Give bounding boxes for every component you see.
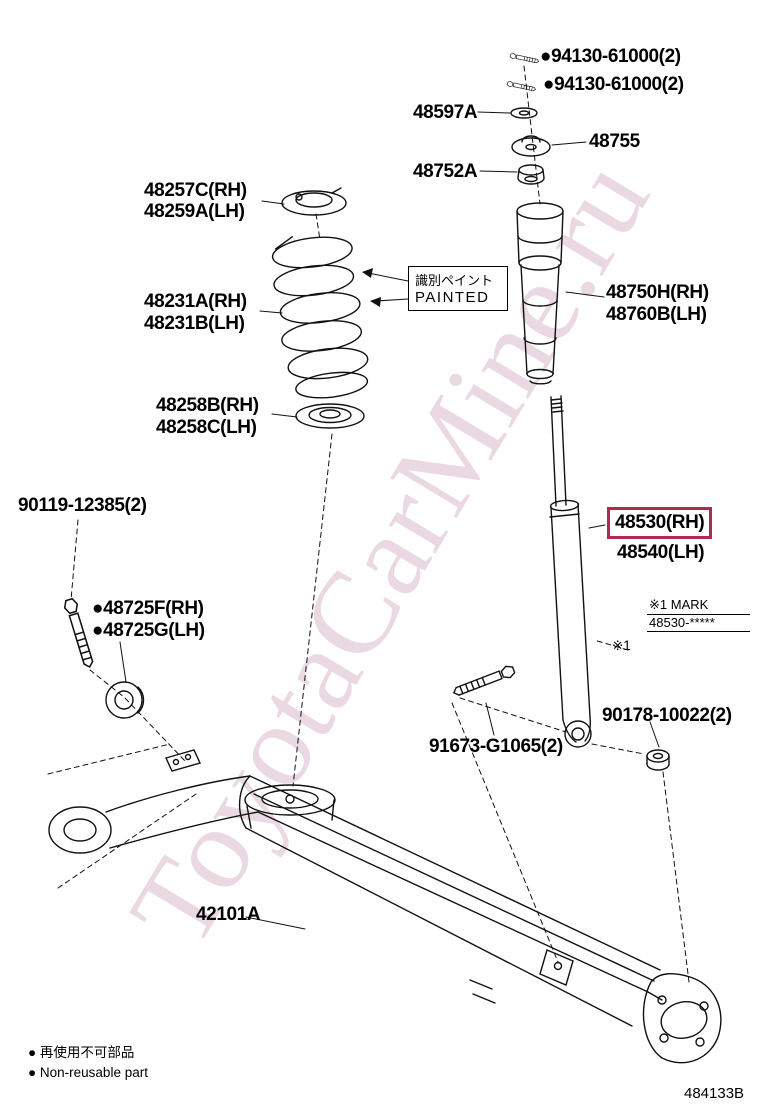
part-label-48755[interactable]: 48755	[589, 131, 640, 152]
part-label-42101a[interactable]: 42101A	[196, 904, 261, 925]
part-label-48257c[interactable]: 48257C(RH)	[144, 180, 247, 201]
part-label-48725g[interactable]: ●48725G(LH)	[92, 620, 205, 641]
part-label-48231a[interactable]: 48231A(RH)	[144, 291, 247, 312]
part-label-48725f[interactable]: ●48725F(RH)	[92, 598, 204, 619]
part-label-94130-2[interactable]: ●94130-61000(2)	[543, 74, 684, 95]
painted-note-english: PAINTED	[415, 289, 490, 306]
mark-note-title: ※1 MARK	[647, 597, 750, 615]
painted-note-box: 識別ペイント PAINTED	[408, 266, 508, 311]
spring-seat-upper-drawing	[281, 187, 347, 216]
mark-reference: ※1	[612, 638, 631, 653]
bolt-94130-drawing-1	[509, 52, 540, 65]
part-label-48258b[interactable]: 48258B(RH)	[156, 395, 259, 416]
bolt-94130-drawing-2	[506, 80, 537, 93]
bolt-90119-drawing	[61, 596, 97, 670]
leader-arrowheads	[362, 268, 381, 307]
washer-48597a-drawing	[510, 107, 538, 119]
spring-seat-lower-drawing	[295, 403, 365, 429]
part-label-91673[interactable]: 91673-G1065(2)	[429, 736, 563, 757]
part-label-90178[interactable]: 90178-10022(2)	[602, 705, 732, 726]
part-label-48258c[interactable]: 48258C(LH)	[156, 417, 257, 438]
bushing-48725-drawing	[105, 681, 145, 719]
legend-non-reusable-jp: ● 再使用不可部品	[28, 1045, 135, 1060]
part-label-94130-1[interactable]: ●94130-61000(2)	[540, 46, 681, 67]
mark-note-table: ※1 MARK 48530-*****	[647, 597, 750, 632]
part-label-48750h[interactable]: 48750H(RH)	[606, 282, 709, 303]
support-48755-drawing	[511, 135, 551, 157]
dust-cover-drawing	[516, 202, 564, 385]
legend-non-reusable-en: ● Non-reusable part	[28, 1065, 148, 1080]
nut-90178-drawing	[646, 749, 670, 771]
shock-absorber-drawing	[549, 395, 592, 748]
part-label-48259a[interactable]: 48259A(LH)	[144, 201, 245, 222]
axle-beam-drawing	[48, 749, 722, 1064]
part-label-48231b[interactable]: 48231B(LH)	[144, 313, 245, 334]
part-label-48530-highlighted[interactable]: 48530(RH)	[615, 512, 705, 533]
coil-spring-drawing	[271, 236, 369, 399]
highlighted-part-box[interactable]: 48530(RH)	[607, 507, 713, 539]
part-label-48597a[interactable]: 48597A	[413, 102, 478, 123]
bolt-91673-drawing	[451, 663, 517, 700]
leader-lines	[119, 111, 660, 930]
assembly-axis-lines	[47, 65, 690, 983]
part-label-48752a[interactable]: 48752A	[413, 161, 478, 182]
diagram-code: 484133B	[684, 1085, 745, 1102]
cushion-48752a-drawing	[517, 164, 545, 185]
part-label-48760b[interactable]: 48760B(LH)	[606, 304, 707, 325]
part-label-48540[interactable]: 48540(LH)	[617, 542, 705, 563]
part-label-90119[interactable]: 90119-12385(2)	[18, 495, 147, 516]
painted-note-japanese: 識別ペイント	[415, 273, 494, 288]
mark-note-value: 48530-*****	[647, 615, 750, 632]
